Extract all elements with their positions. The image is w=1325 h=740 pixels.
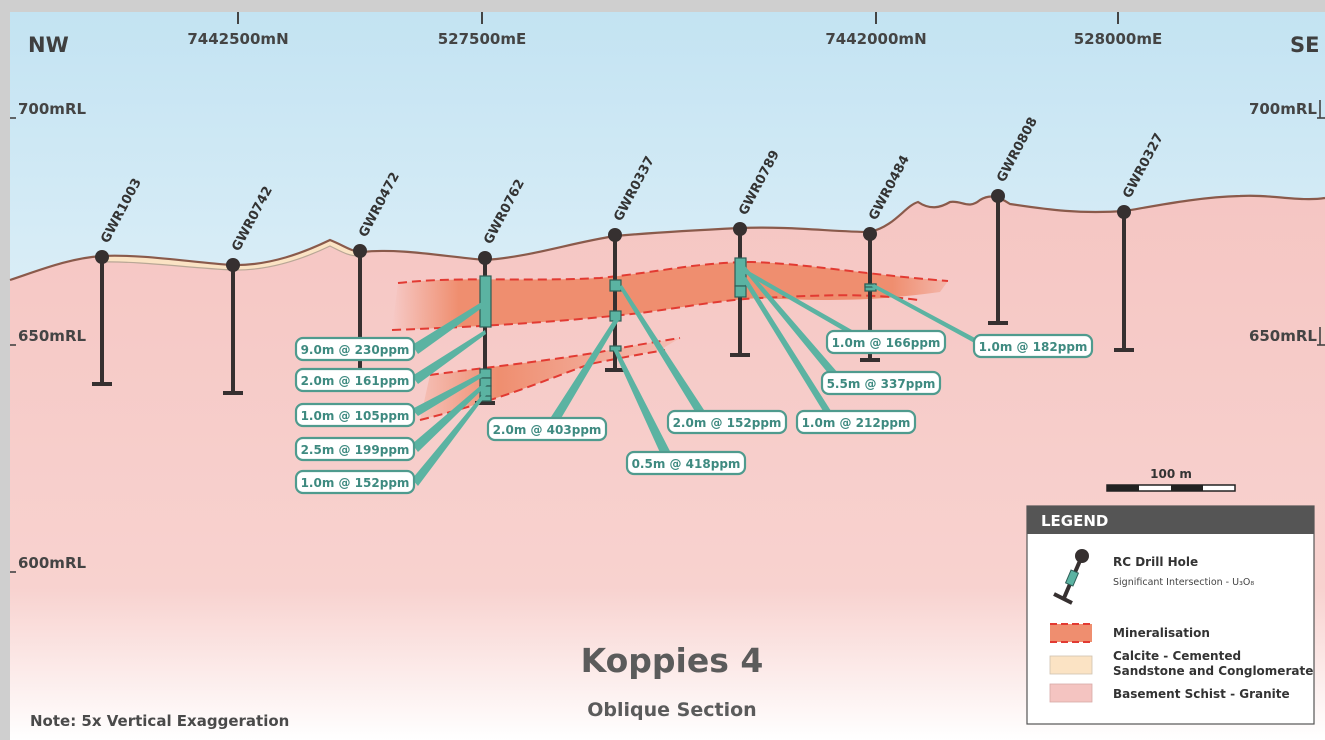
exaggeration-note: Note: 5x Vertical Exaggeration: [30, 712, 289, 730]
svg-text:0.5m @ 418ppm: 0.5m @ 418ppm: [632, 457, 741, 471]
svg-text:2.0m @ 403ppm: 2.0m @ 403ppm: [493, 423, 602, 437]
basement-legend-swatch: [1049, 683, 1093, 703]
intersection-labels: 9.0m @ 230ppm 2.0m @ 161ppm 1.0m @ 105pp…: [294, 329, 1094, 495]
svg-text:1.0m @ 166ppm: 1.0m @ 166ppm: [832, 336, 941, 350]
intersection-label: 9.0m @ 230ppm: [294, 336, 416, 362]
legend-calcite-label-2: Sandstone and Conglomerate: [1113, 664, 1313, 678]
rl-tick-marks: [10, 100, 1325, 573]
intersection-label: 2.0m @ 403ppm: [486, 416, 608, 442]
svg-text:2.0m @ 152ppm: 2.0m @ 152ppm: [673, 416, 782, 430]
rl-label-right: 650mRL: [1249, 327, 1317, 345]
top-tick-label: 7442500mN: [187, 30, 288, 48]
svg-text:2.5m @ 199ppm: 2.5m @ 199ppm: [301, 443, 410, 457]
rl-label-left: 700mRL: [18, 100, 86, 118]
rl-label-right: 700mRL: [1249, 100, 1317, 118]
top-tick-label: 528000mE: [1074, 30, 1163, 48]
legend-mineralisation-label: Mineralisation: [1113, 626, 1210, 640]
legend-basement-label: Basement Schist - Granite: [1113, 687, 1290, 701]
rl-label-left: 650mRL: [18, 327, 86, 345]
svg-text:1.0m @ 212ppm: 1.0m @ 212ppm: [802, 416, 911, 430]
mineralisation-upper-base: [391, 294, 919, 331]
drill-hole-gwr0808: [988, 189, 1008, 325]
legend-drill-hole-label: RC Drill Hole: [1113, 555, 1198, 569]
left-frame-bar: [0, 0, 10, 740]
section-subtitle: Oblique Section: [587, 699, 756, 721]
svg-text:100 m: 100 m: [1150, 467, 1192, 481]
svg-text:1.0m @ 152ppm: 1.0m @ 152ppm: [301, 476, 410, 490]
corner-label-se: SE: [1290, 33, 1319, 57]
top-tick-label: 7442000mN: [825, 30, 926, 48]
intersection-label: 1.0m @ 152ppm: [294, 469, 416, 495]
drill-hole-legend-icon: [1053, 549, 1089, 605]
leader-lines: [412, 266, 990, 486]
calcite-base-line: [101, 245, 363, 271]
drill-hole-gwr0742: [223, 258, 243, 395]
drill-hole-gwr0327: [1114, 205, 1134, 352]
scale-bar: 100 m: [1106, 467, 1236, 492]
legend-heading: LEGEND: [1041, 512, 1108, 530]
mineralisation-lower-top: [429, 337, 681, 376]
intersection-label: 1.0m @ 212ppm: [795, 409, 917, 435]
top-tick-marks: [237, 12, 1119, 24]
top-tick-label: 527500mE: [438, 30, 527, 48]
legend: LEGEND RC Drill Hole Significant Interse…: [1026, 505, 1315, 725]
calcite-cemented-layer: [102, 240, 362, 271]
calcite-legend-swatch: [1049, 655, 1093, 675]
svg-text:9.0m @ 230ppm: 9.0m @ 230ppm: [301, 343, 410, 357]
svg-text:1.0m @ 105ppm: 1.0m @ 105ppm: [301, 409, 410, 423]
intersection-label: 1.0m @ 105ppm: [294, 402, 416, 428]
intersection-label: 2.0m @ 161ppm: [294, 367, 416, 393]
svg-text:5.5m @ 337ppm: 5.5m @ 337ppm: [827, 377, 936, 391]
legend-calcite-label: Calcite - Cemented: [1113, 649, 1241, 663]
legend-intersection-label: Significant Intersection - U₃O₈: [1113, 577, 1254, 588]
intersection-label: 5.5m @ 337ppm: [820, 370, 942, 396]
top-frame-bar: [0, 0, 1325, 12]
svg-text:1.0m @ 182ppm: 1.0m @ 182ppm: [979, 340, 1088, 354]
legend-header-bar: [1027, 506, 1314, 534]
mineralisation-legend-swatch: [1050, 623, 1092, 643]
intersection-label: 0.5m @ 418ppm: [625, 450, 747, 476]
section-title: Koppies 4: [581, 641, 764, 680]
mineralisation-lower-base: [419, 349, 666, 421]
intersection-label: 1.0m @ 166ppm: [825, 329, 947, 355]
drill-hole-gwr1003: [92, 250, 112, 386]
svg-text:2.0m @ 161ppm: 2.0m @ 161ppm: [301, 374, 410, 388]
mineralisation-upper-lens: [392, 262, 948, 330]
intersection-label: 2.5m @ 199ppm: [294, 436, 416, 462]
rl-label-left: 600mRL: [18, 554, 86, 572]
intersection-label: 2.0m @ 152ppm: [666, 409, 788, 435]
corner-label-nw: NW: [28, 33, 69, 57]
intersection-label: 1.0m @ 182ppm: [972, 333, 1094, 359]
